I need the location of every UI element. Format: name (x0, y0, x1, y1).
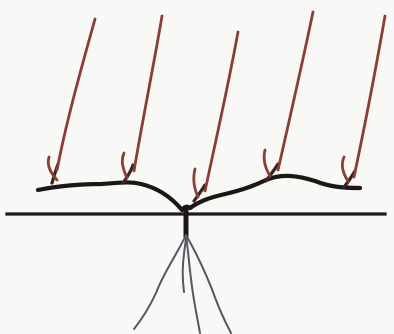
cane-5 (354, 16, 385, 177)
cane-2 (134, 16, 162, 171)
left-cordon (38, 182, 182, 210)
root-right (186, 235, 231, 333)
bud-shoot-5 (342, 157, 348, 181)
bud-shoot-4 (264, 150, 270, 176)
cane-1 (57, 19, 95, 170)
right-cordon (190, 176, 360, 208)
bud-shoot-2 (122, 153, 127, 178)
root-left (134, 235, 186, 329)
cane-4 (278, 12, 313, 170)
bud-shoot-3 (194, 169, 198, 197)
cane-3 (205, 32, 238, 191)
root-inner (183, 239, 186, 292)
